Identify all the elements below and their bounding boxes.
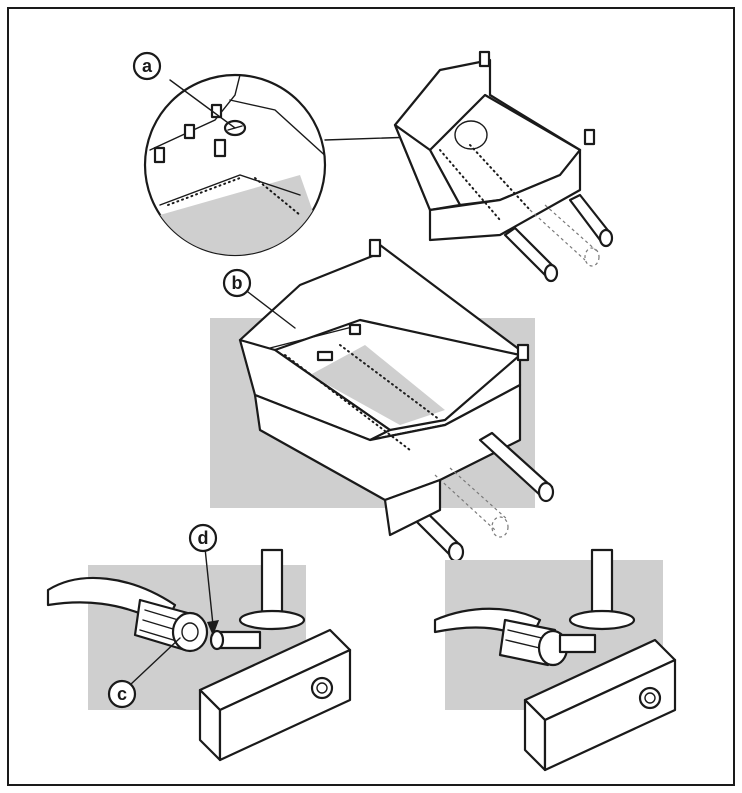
large-burner-tray xyxy=(210,238,555,563)
callout-b-label: b xyxy=(232,273,243,293)
callout-c-label: c xyxy=(117,684,127,704)
callout-a: a xyxy=(132,51,162,81)
figure-border xyxy=(7,7,735,786)
callout-a-label: a xyxy=(142,56,153,76)
valve-connection-detail-left xyxy=(46,547,352,762)
callout-c: c xyxy=(107,679,137,709)
valve-connection-detail-right xyxy=(433,548,677,772)
callout-d-label: d xyxy=(198,528,209,548)
small-burner-tray xyxy=(393,50,614,283)
callout-b: b xyxy=(222,268,252,298)
callout-d: d xyxy=(188,523,218,553)
